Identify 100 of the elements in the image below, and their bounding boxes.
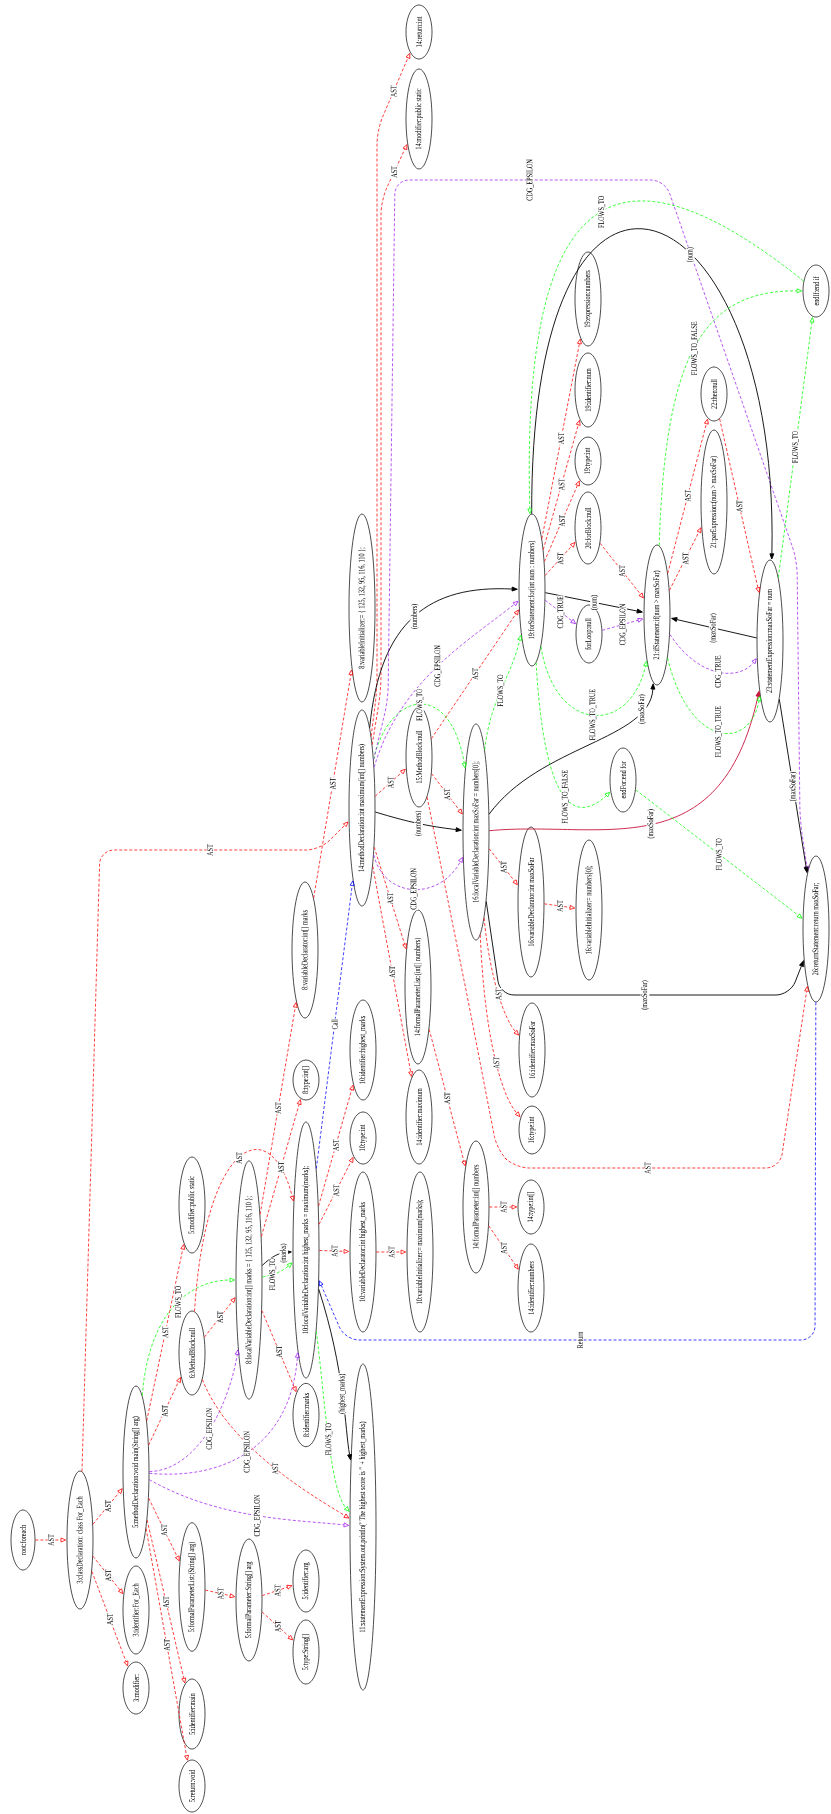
ellipse-node: 8:identifier:marks (292, 1383, 320, 1447)
arrow (667, 418, 709, 574)
arrow (373, 854, 463, 890)
arrow (488, 1225, 519, 1270)
edge-label: AST (161, 1325, 169, 1339)
arrow (719, 418, 761, 593)
arrow (372, 865, 414, 1077)
edge-label: (numbers) (414, 810, 423, 837)
edge-label: (maxSoFar) (709, 612, 718, 644)
edge-label: FLOWS_TO_FALSE (690, 320, 699, 376)
arrow (428, 1029, 467, 1167)
ellipse-node: 14:modifier:public static (405, 68, 433, 170)
arrow (146, 1519, 187, 1684)
ellipse-node: 16:variableDeclarator:int maxSoFar (517, 826, 545, 978)
edge-label: AST (104, 1499, 112, 1513)
edge-label: AST (216, 1310, 224, 1324)
arrow (544, 480, 580, 562)
arrow (542, 419, 581, 550)
arrow (91, 1571, 129, 1667)
edge-label: FLOWS_TO (496, 673, 505, 708)
ellipse-node: 8:variableDeclarator:int[] marks (291, 881, 319, 1019)
edge-label: AST (492, 1056, 500, 1070)
arrow (669, 634, 757, 674)
edge-label: FLOWS_TO_TRUE (714, 705, 723, 758)
ellipse-node: 10:variableDeclarator:int highest_marks (349, 1171, 377, 1333)
edge-label: CDG_EPSILON (433, 644, 442, 688)
arrow (777, 317, 815, 578)
ellipse-node: 14:type:int[] (517, 1179, 545, 1235)
edge-label: AST (163, 1638, 171, 1652)
edge-label: AST (684, 489, 692, 503)
edge-label: (maxSoFar) (637, 693, 647, 725)
ellipse-node: 21:parExpression:(num > maxSoFar) (700, 429, 728, 575)
edge-label: AST (274, 1101, 282, 1115)
arrow (669, 527, 702, 591)
edge-label: (highest_marks) (338, 1373, 347, 1415)
edge-label: AST (736, 499, 743, 513)
ellipse-node: 10:type:int (349, 1111, 377, 1165)
edge-label: AST (217, 1587, 224, 1600)
ellipse-node: 14:methodDeclaration:int maximum(int[] numbers) (348, 709, 376, 907)
ellipse-node: 26:returnStatement:return maxSoFar; (802, 855, 830, 1003)
edge-label: (num) (590, 594, 599, 611)
edge-label: AST (500, 1200, 507, 1214)
arrow (373, 703, 467, 769)
edge-label: AST (329, 777, 337, 790)
arrow (667, 657, 762, 734)
edge-label: AST (275, 1345, 283, 1358)
ellipse-node: 5:type:String[] (292, 1619, 320, 1685)
ellipse-node: 3:identifier:For_Each (122, 1565, 150, 1655)
arrow (148, 1349, 240, 1472)
ellipse-node: 8:variableInitializer:= { 125, 132, 95, 116, 110 }; (348, 513, 376, 703)
ellipse-node: 11:statementExpression:System.out.println("The highest score is " + highest_marks) (349, 1363, 377, 1691)
edge-label: CDG_EPSILON (619, 603, 627, 646)
arrow (370, 53, 411, 737)
ellipse-node: endIf:end if (802, 264, 830, 318)
arrow (204, 1297, 236, 1338)
edge-label: (maxSoFar) (646, 808, 656, 840)
edge-label: AST (558, 478, 565, 491)
ellipse-node: 16:type:int (518, 1105, 546, 1155)
arrow (599, 542, 644, 599)
arrow (313, 669, 354, 899)
ellipse-node: 16:identifier:maxSoFar (518, 1002, 546, 1098)
arrow (318, 1157, 354, 1225)
edge-label: CDG_TRUE (556, 595, 565, 629)
arrow (261, 1262, 293, 1278)
edge-label: AST (104, 1568, 112, 1582)
edge-label: FLOWS_TO (174, 1285, 183, 1319)
ellipse-node: 3:modifier: (122, 1661, 150, 1715)
arrow (259, 1002, 298, 1215)
edge-label: (maxSoFar) (788, 771, 798, 802)
edge-label: Call (331, 1018, 339, 1030)
ellipse-node: 5:return:void (178, 1759, 206, 1813)
arrow (527, 201, 804, 514)
edge-label: AST (682, 552, 689, 565)
ellipse-node: 14:identifier:maximum (405, 1069, 433, 1165)
arrow (204, 1589, 236, 1599)
ellipse-node: 14:return:int (405, 4, 433, 60)
arrow (488, 690, 761, 832)
arrow (431, 773, 463, 815)
ellipse-node: 5:formalParameter:String[] arg (235, 1538, 263, 1662)
edge-label: AST (271, 1462, 279, 1475)
edge-label: CDG_TRUE (714, 654, 723, 689)
edge-label: AST (443, 787, 451, 801)
edge-label: CDG_EPSILON (526, 158, 534, 202)
arrow (146, 1244, 186, 1422)
arrow (261, 1099, 302, 1237)
edge-label: AST (47, 1533, 55, 1547)
arrow (488, 848, 518, 886)
ellipse-node: 5:methodDeclaration:void main(String[] arg) (122, 1385, 150, 1559)
ellipse-node: 10:variableInitializer:= maximum(marks); (406, 1171, 434, 1333)
arrow (531, 230, 775, 560)
arrow (92, 1488, 123, 1525)
arrow (148, 1497, 180, 1562)
arrow (601, 617, 644, 631)
arrow (369, 586, 518, 729)
edge-label: AST (161, 1404, 169, 1418)
arrow (483, 917, 519, 1036)
edge-label: FLOWS_TO (268, 1257, 277, 1291)
edge-label: AST (277, 1161, 285, 1174)
edge-label: FLOWS_TO (715, 837, 724, 871)
arrow (431, 609, 519, 739)
